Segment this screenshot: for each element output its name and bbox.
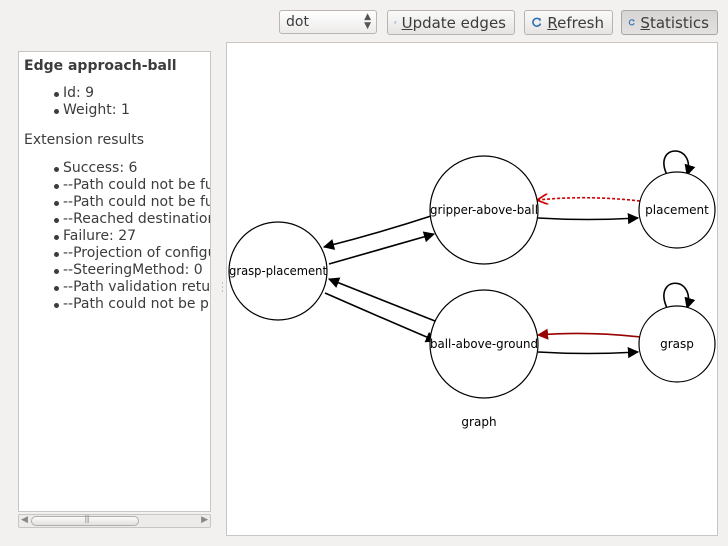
node-gripper-above-ball[interactable]: gripper-above-ball [429, 155, 539, 265]
layout-select-value: dot [286, 14, 309, 30]
edge-title: Edge approach-ball [24, 58, 177, 74]
node-placement[interactable]: placement [638, 171, 716, 249]
refresh-icon [628, 19, 635, 26]
edge-grasp-placement-to-ball[interactable] [324, 292, 438, 343]
node-grasp[interactable]: grasp [638, 305, 716, 383]
edge-grasp-loop[interactable] [663, 282, 696, 310]
refresh-button[interactable]: Refresh [524, 10, 613, 35]
refresh-label: Refresh [547, 13, 604, 32]
property-weight: Weight: 1 [53, 102, 130, 119]
list-item: Success: 6 [53, 160, 210, 177]
list-item: --Path could not be projected [53, 296, 210, 313]
grip-icon: ||| [84, 514, 90, 523]
list-item: --Path could not be fully projected [53, 194, 210, 211]
node-label: placement [645, 203, 709, 217]
edge-grasp-to-ball[interactable] [536, 328, 641, 340]
statistics-label: Statistics [640, 13, 709, 32]
scroll-right-icon[interactable]: ▶ [201, 515, 208, 525]
statistics-button[interactable]: Statistics [621, 10, 718, 35]
layout-select[interactable]: dot ▲▼ [279, 10, 377, 34]
edge-properties-list: Id: 9 Weight: 1 [53, 85, 130, 119]
edge-gripper-to-placement[interactable] [537, 213, 640, 225]
graph-caption: graph [461, 415, 496, 429]
extension-results-heading: Extension results [24, 132, 145, 148]
list-item: --Path could not be fully projected [53, 177, 210, 194]
update-edges-label: Update edges [401, 13, 506, 32]
node-ball-above-ground[interactable]: ball-above-ground [429, 289, 539, 399]
list-item: --SteeringMethod: 0 [53, 262, 210, 279]
edge-placement-to-gripper[interactable] [538, 198, 641, 201]
node-label: grasp-placement [229, 264, 327, 278]
node-grasp-placement[interactable]: grasp-placement [228, 221, 328, 321]
refresh-icon [532, 17, 542, 27]
list-item: Failure: 27 [53, 228, 210, 245]
list-item: --Projection of configuration failed [53, 245, 210, 262]
edge-details-panel[interactable]: Edge approach-ball Id: 9 Weight: 1 Exten… [18, 51, 211, 512]
updown-arrows-icon: ▲▼ [364, 12, 371, 31]
node-label: gripper-above-ball [430, 203, 538, 217]
update-edges-button[interactable]: Update edges [387, 10, 515, 35]
extension-results-list: Success: 6 --Path could not be fully pro… [53, 160, 210, 313]
graph-view[interactable]: gripper-above-ball placement grasp-place… [227, 43, 717, 535]
property-id: Id: 9 [53, 85, 130, 102]
edge-grasp-placement-to-gripper[interactable] [328, 231, 436, 265]
splitter-handle[interactable]: ··· [221, 279, 224, 297]
edge-gripper-to-grasp-placement[interactable] [322, 215, 432, 250]
edge-placement-loop[interactable] [663, 150, 696, 177]
horizontal-scrollbar[interactable]: ◀ ||| ▶ [18, 514, 211, 528]
edge-ball-to-grasp[interactable] [537, 347, 640, 359]
list-item: --Path validation returned [53, 279, 210, 296]
refresh-icon [394, 21, 397, 24]
scroll-left-icon[interactable]: ◀ [21, 515, 28, 525]
edge-ball-to-grasp-placement[interactable] [327, 277, 436, 322]
list-item: --Reached destination node [53, 211, 210, 228]
node-label: ball-above-ground [430, 337, 538, 351]
scrollbar-thumb[interactable]: ||| [31, 514, 139, 526]
graph-canvas[interactable]: gripper-above-ball placement grasp-place… [226, 42, 718, 536]
node-label: grasp [660, 337, 694, 351]
